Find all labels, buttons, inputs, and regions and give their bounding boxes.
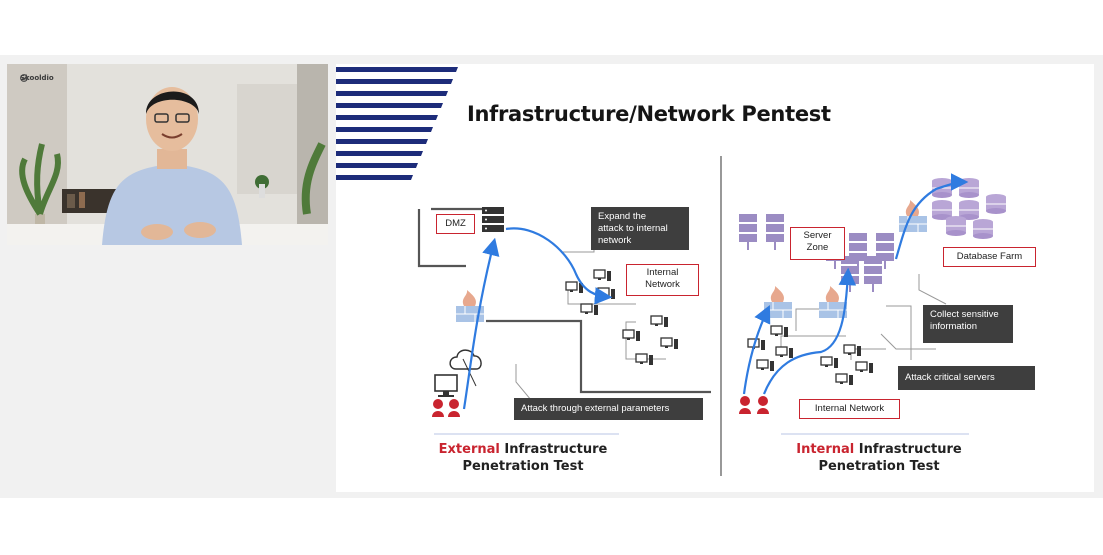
attacker-user-icon [757, 396, 769, 414]
attacker-user-icon [448, 399, 460, 417]
slide-title: Infrastructure/Network Pentest [467, 102, 831, 126]
cloud-icon [449, 349, 482, 370]
firewall-icon [898, 199, 928, 233]
expand-attack-label: Expand the attack to internal network [591, 207, 689, 250]
internal-network-right-label: Internal Network [799, 399, 900, 419]
firewall-icon [763, 285, 793, 319]
internal-network-label: Internal Network [626, 264, 699, 296]
brand-logo: Skooldio [20, 74, 54, 82]
attacker-user-icon [739, 396, 751, 414]
dmz-server-icon [482, 207, 504, 232]
skooldio-logo-icon [20, 74, 28, 82]
collect-info-label: Collect sensitive information [923, 305, 1013, 343]
presentation-slide: Infrastructure/Network Pentest [336, 64, 1094, 492]
internal-caption: Internal Infrastructure Penetration Test [796, 442, 962, 474]
dmz-label: DMZ [436, 214, 475, 234]
internal-computers [747, 325, 874, 386]
server-zone-label: Server Zone [790, 227, 845, 260]
attack-critical-label: Attack critical servers [898, 366, 1035, 390]
external-network-lines [417, 207, 711, 394]
firewall-icon [818, 285, 848, 319]
database-farm-label: Database Farm [943, 247, 1036, 267]
attacker-computer-icon [434, 374, 458, 397]
network-diagram [417, 156, 1007, 476]
brand-name: Skooldio [20, 74, 54, 82]
attack-external-label: Attack through external parameters [514, 398, 703, 420]
presenter-webcam: Skooldio [7, 64, 328, 245]
external-caption: External Infrastructure Penetration Test [438, 442, 608, 474]
webcam-video-frame [7, 64, 328, 245]
attacker-user-icon [432, 399, 444, 417]
decorative-stripes [336, 67, 458, 180]
